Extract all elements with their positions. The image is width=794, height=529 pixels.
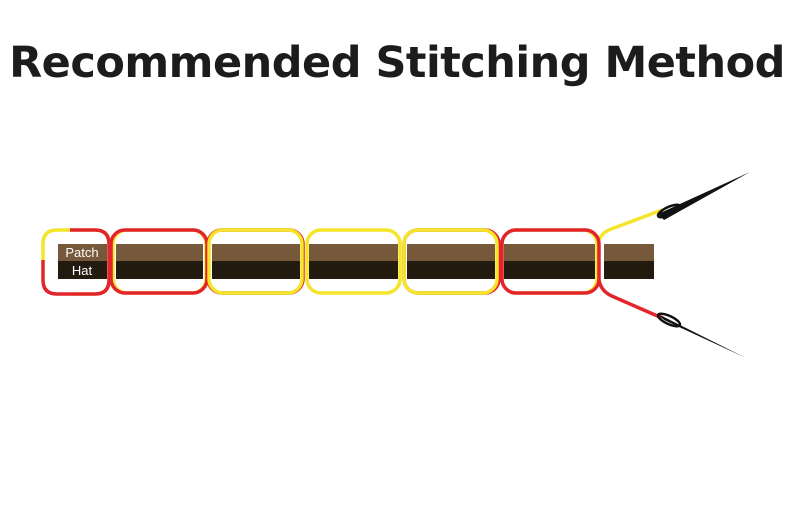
needle-top-icon <box>656 172 750 220</box>
material-layers <box>58 242 654 281</box>
needle-bottom-icon <box>656 311 746 358</box>
hat-label: Hat <box>72 263 93 278</box>
hat-layer <box>58 261 654 279</box>
red-thread-tail <box>599 280 662 318</box>
patch-label: Patch <box>65 245 98 260</box>
patch-layer <box>58 244 654 261</box>
yellow-thread-tail <box>598 210 662 244</box>
